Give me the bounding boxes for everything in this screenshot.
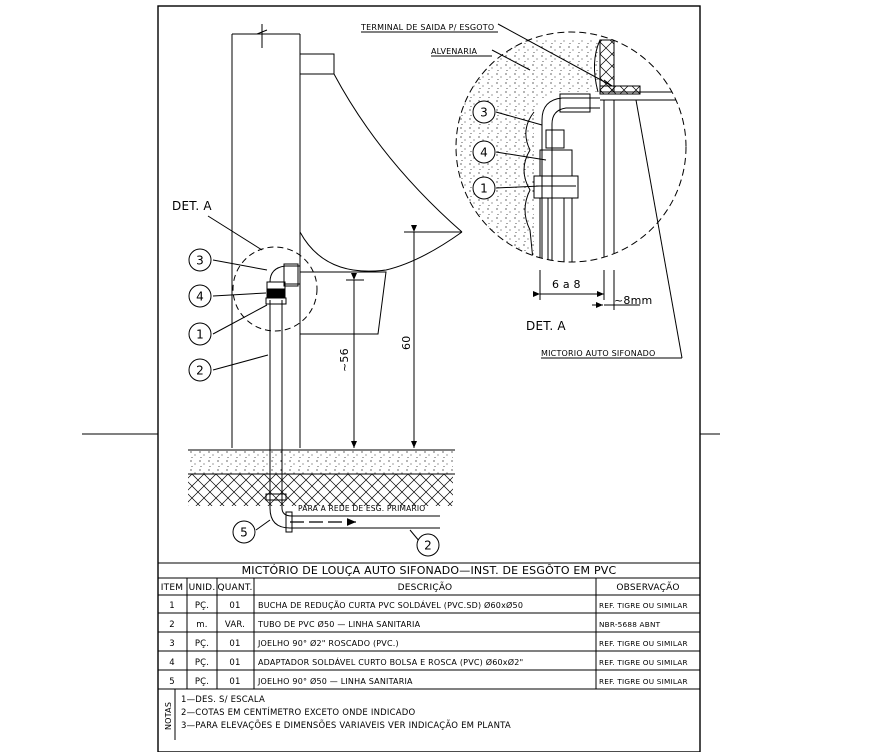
cell-unid: m. [196, 620, 207, 630]
cell-quant: 01 [229, 658, 240, 668]
svg-text:3: 3 [480, 106, 488, 120]
item-bubble: 3 [472, 100, 496, 124]
alvenaria-label: ALVENARIA [431, 47, 478, 56]
cell-quant: 01 [229, 601, 240, 611]
cell-observacao: NBR-5688 ABNT [599, 620, 661, 629]
dimension-56: ~56 [338, 348, 351, 372]
cell-unid: PÇ. [195, 601, 209, 611]
cell-unid: PÇ. [195, 658, 209, 668]
notes-label: NOTAS [164, 702, 173, 730]
cell-item: 3 [169, 639, 175, 649]
cell-unid: PÇ. [195, 677, 209, 687]
svg-text:1: 1 [196, 328, 204, 342]
svg-text:2: 2 [424, 539, 432, 553]
note-line: 2—COTAS EM CENTÍMETRO EXCETO ONDE INDICA… [181, 706, 415, 718]
cell-item: 1 [169, 601, 175, 611]
table-row: 3 PÇ. 01 JOELHO 90° Ø2" ROSCADO (PVC.) R… [169, 638, 688, 649]
table-row: 5 PÇ. 01 JOELHO 90° Ø50 — LINHA SANITARI… [169, 676, 688, 687]
dimension-60: 60 [400, 336, 413, 350]
svg-text:4: 4 [480, 146, 488, 160]
note-line: 3—PARA ELEVAÇÕES E DIMENSÕES VARIAVEIS V… [181, 719, 511, 731]
sheet-frame [82, 5, 720, 752]
note-line: 1—DES. S/ ESCALA [181, 695, 265, 705]
flow-label: PARA A REDE DE ESG. PRIMARIO [298, 504, 425, 513]
cell-quant: VAR. [225, 620, 245, 630]
header-cell: QUANT. [217, 583, 252, 593]
item-bubble: 4 [188, 284, 212, 308]
cell-unid: PÇ. [195, 639, 209, 649]
cell-quant: 01 [229, 677, 240, 687]
table-header: ITEM UNID. QUANT. DESCRIÇÃO OBSERVAÇÃO [161, 582, 680, 593]
item-bubble: 3 [188, 248, 212, 272]
notes-block: NOTAS 1—DES. S/ ESCALA 2—COTAS EM CENTÍM… [164, 695, 511, 731]
main-elevation [188, 24, 463, 543]
cell-item: 2 [169, 620, 175, 630]
dimension-8mm: ~8mm [614, 294, 652, 307]
cell-quant: 01 [229, 639, 240, 649]
svg-text:3: 3 [196, 254, 204, 268]
table-row: 1 PÇ. 01 BUCHA DE REDUÇÃO CURTA PVC SOLD… [169, 599, 688, 611]
item-bubble: 1 [472, 176, 496, 200]
header-cell: DESCRIÇÃO [398, 582, 453, 593]
item-bubble: 2 [188, 358, 212, 382]
cell-item: 4 [169, 658, 175, 668]
cell-observacao: REF. TIGRE OU SIMILAR [599, 639, 688, 648]
mictorio-label: MICTORIO AUTO SIFONADO [541, 349, 656, 358]
cell-descricao: JOELHO 90° Ø2" ROSCADO (PVC.) [257, 638, 399, 648]
cell-descricao: JOELHO 90° Ø50 — LINHA SANITARIA [257, 676, 413, 686]
terminal-label: TERMINAL DE SAIDA P/ ESGOTO [360, 23, 494, 32]
svg-text:4: 4 [196, 290, 204, 304]
svg-text:2: 2 [196, 364, 204, 378]
cell-descricao: TUBO DE PVC Ø50 — LINHA SANITARIA [257, 619, 421, 629]
detail-a: 3 4 1 TERMINAL DE SAIDA P/ ESGOTO ALVENA… [360, 23, 687, 359]
cell-descricao: BUCHA DE REDUÇÃO CURTA PVC SOLDÁVEL (PVC… [258, 599, 523, 610]
item-bubble: 1 [188, 322, 212, 346]
table-title: MICTÓRIO DE LOUÇA AUTO SIFONADO—INST. DE… [242, 564, 617, 577]
parts-table [158, 562, 700, 740]
det-a-label: DET. A [172, 199, 212, 213]
header-cell: OBSERVAÇÃO [616, 582, 679, 593]
cell-observacao: REF. TIGRE OU SIMILAR [599, 677, 688, 686]
cell-observacao: REF. TIGRE OU SIMILAR [599, 658, 688, 667]
item-bubble: 5 [232, 520, 256, 544]
cell-observacao: REF. TIGRE OU SIMILAR [599, 601, 688, 610]
cell-descricao: ADAPTADOR SOLDÁVEL CURTO BOLSA E ROSCA (… [258, 656, 523, 667]
item-bubble: 4 [472, 140, 496, 164]
cell-item: 5 [169, 677, 175, 687]
dimension-6a8: 6 a 8 [552, 278, 581, 291]
svg-text:1: 1 [480, 182, 488, 196]
header-cell: ITEM [161, 583, 183, 593]
table-row: 2 m. VAR. TUBO DE PVC Ø50 — LINHA SANITA… [169, 619, 660, 630]
det-a-detail-label: DET. A [526, 319, 566, 333]
item-bubble: 2 [416, 533, 440, 557]
table-row: 4 PÇ. 01 ADAPTADOR SOLDÁVEL CURTO BOLSA … [169, 656, 688, 668]
svg-text:5: 5 [240, 526, 248, 540]
header-cell: UNID. [189, 583, 216, 593]
